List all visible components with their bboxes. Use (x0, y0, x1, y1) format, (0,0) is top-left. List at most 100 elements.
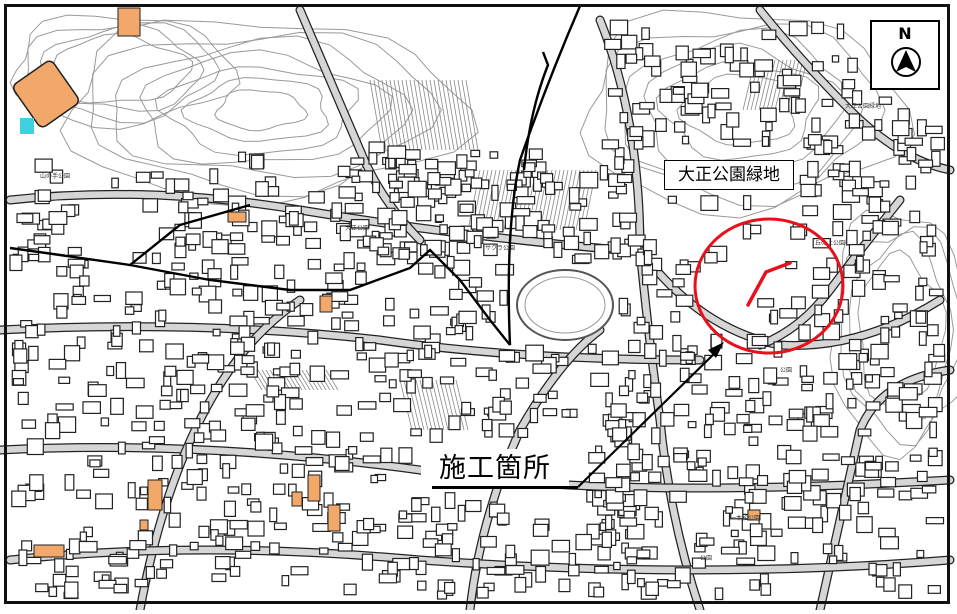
building (336, 405, 352, 416)
building (802, 205, 819, 217)
hatch-mark (417, 79, 431, 151)
hatch-mark (431, 379, 445, 431)
building (368, 141, 385, 154)
building (928, 447, 938, 458)
building (150, 171, 164, 179)
building (461, 183, 472, 193)
building (620, 34, 638, 50)
building (906, 146, 917, 162)
building (848, 244, 865, 256)
building (299, 303, 314, 317)
building (344, 320, 360, 332)
building (633, 489, 648, 507)
building (361, 553, 374, 571)
map-small-label: 公園 (700, 555, 712, 562)
building (212, 328, 221, 337)
building (410, 428, 422, 437)
building (657, 455, 670, 468)
building (821, 98, 834, 108)
building (807, 134, 822, 146)
building (498, 349, 516, 362)
hatch-mark (405, 79, 419, 151)
building (384, 352, 399, 368)
building (691, 384, 708, 395)
building (594, 565, 609, 574)
building (541, 224, 556, 233)
building (924, 361, 933, 378)
building (185, 442, 194, 459)
building (439, 376, 455, 385)
building (28, 253, 40, 262)
building (532, 363, 552, 374)
building (56, 305, 68, 319)
building (724, 46, 734, 64)
building (619, 111, 629, 124)
building (730, 529, 739, 538)
building (223, 500, 236, 518)
building (918, 331, 927, 346)
building (488, 369, 498, 381)
north-indicator: N (870, 20, 940, 90)
building (891, 326, 901, 338)
building (214, 555, 231, 570)
building (636, 578, 645, 588)
building (276, 235, 291, 246)
building (723, 422, 736, 436)
hatch-mark (457, 79, 471, 151)
building (588, 452, 606, 464)
building (681, 135, 690, 145)
building (806, 406, 814, 423)
building (26, 438, 44, 456)
building (398, 510, 408, 520)
building (845, 378, 854, 390)
building (461, 401, 472, 415)
building (444, 581, 456, 594)
building (875, 576, 885, 588)
building (643, 374, 652, 389)
building (454, 325, 464, 335)
building (795, 98, 806, 113)
building (788, 469, 807, 484)
building (583, 231, 592, 246)
hatch-mark (369, 79, 383, 151)
building (744, 491, 754, 504)
building (636, 392, 649, 404)
building (127, 482, 136, 499)
map-small-label: 山の手公園 (40, 172, 70, 180)
building (439, 224, 448, 235)
hatch-mark (397, 79, 411, 151)
building (505, 564, 525, 575)
building (498, 423, 515, 438)
building (307, 330, 319, 345)
building (145, 565, 156, 579)
hatch-mark (441, 79, 455, 151)
building (558, 578, 571, 593)
building (761, 29, 777, 41)
building (415, 205, 432, 222)
building (811, 21, 825, 35)
building (659, 88, 673, 104)
building (232, 288, 243, 297)
public-building (319, 295, 333, 313)
building (134, 578, 149, 588)
building (673, 121, 686, 133)
public-building (291, 491, 303, 507)
contour-line (139, 49, 393, 165)
building (715, 102, 732, 111)
building (124, 306, 135, 315)
map-small-label: 大正公園 (345, 224, 369, 232)
building (812, 267, 831, 281)
building (279, 463, 289, 474)
building (343, 252, 355, 270)
building (823, 139, 833, 154)
building (319, 547, 329, 555)
building (787, 516, 807, 529)
building (491, 184, 499, 201)
building (227, 486, 240, 494)
building (688, 469, 708, 482)
building (17, 246, 29, 263)
building (783, 496, 802, 511)
building (151, 252, 161, 265)
building (832, 221, 844, 237)
